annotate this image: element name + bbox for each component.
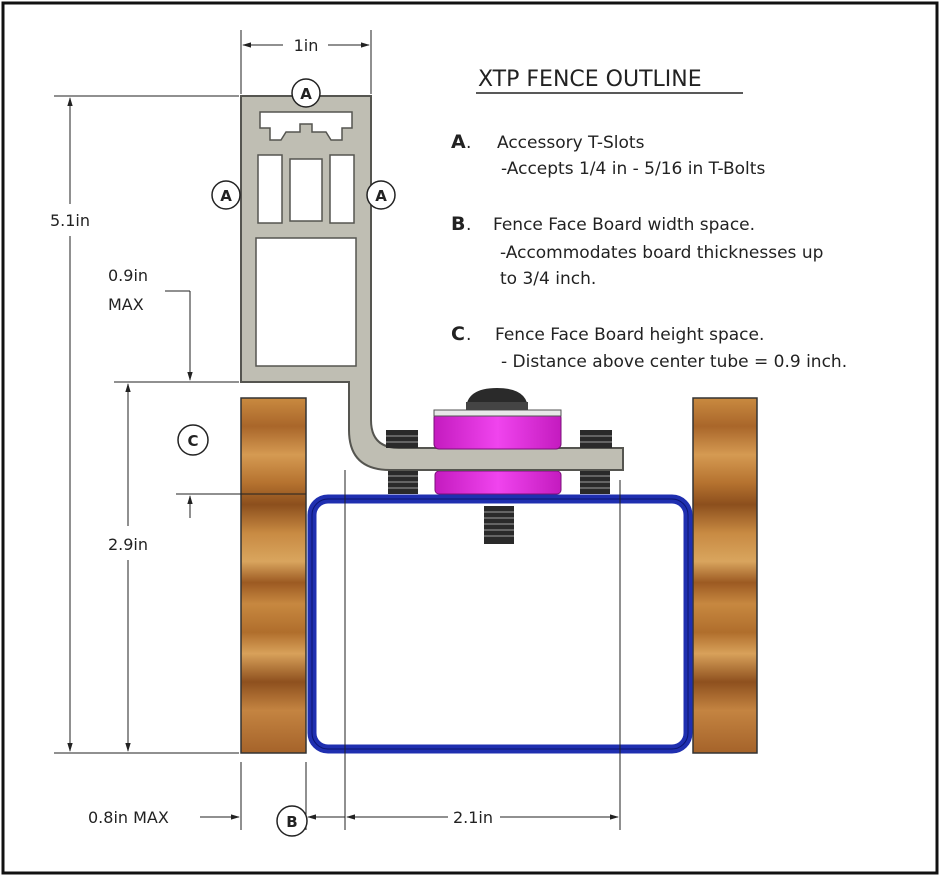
left-t-slot — [257, 154, 283, 224]
extrusion-hollow — [255, 237, 357, 367]
aluminum-extrusion — [240, 95, 624, 471]
top-bolt-head — [466, 388, 528, 410]
callout-a-left: A — [211, 180, 241, 210]
callout-a-right: A — [366, 180, 396, 210]
svg-text:to 3/4 inch.: to 3/4 inch. — [500, 269, 596, 289]
middle-slot — [289, 158, 323, 222]
callout-c: C — [177, 424, 209, 456]
svg-text:B: B — [286, 813, 297, 831]
callout-b: B — [276, 805, 308, 837]
bottom-bolt — [484, 506, 514, 544]
side-bolts-upper — [386, 430, 612, 448]
dim-max-height — [114, 290, 306, 518]
svg-text:.: . — [466, 133, 471, 153]
dim-board-width — [200, 762, 345, 830]
dim-tube-width-label: 2.1in — [453, 808, 493, 827]
svg-text:A: A — [220, 187, 232, 205]
dim-top-width — [240, 30, 372, 94]
lower-spacer — [434, 470, 562, 495]
svg-text:C: C — [187, 432, 198, 450]
dim-max-height-value: 0.9in — [108, 266, 148, 285]
svg-text:A: A — [300, 85, 312, 103]
dim-total-height-label: 5.1in — [50, 211, 90, 230]
diagram-title: XTP FENCE OUTLINE — [478, 67, 702, 92]
dim-tube-width — [344, 470, 621, 830]
legend-item-a: A . Accessory T-Slots -Accepts 1/4 in - … — [451, 131, 765, 179]
svg-text:.: . — [466, 325, 471, 345]
svg-text:C: C — [451, 323, 465, 345]
dim-board-width-label: 0.8in MAX — [88, 808, 169, 827]
right-wood-board — [692, 397, 758, 754]
callout-a-top: A — [291, 78, 321, 108]
svg-text:- Distance above center tube =: - Distance above center tube = 0.9 inch. — [501, 352, 847, 372]
right-t-slot — [329, 154, 355, 224]
svg-text:Fence Face Board width space.: Fence Face Board width space. — [493, 215, 755, 235]
dim-top-width-label: 1in — [294, 36, 319, 55]
svg-text:Accessory T-Slots: Accessory T-Slots — [497, 133, 645, 153]
dim-max-height-suffix: MAX — [108, 295, 144, 314]
upper-spacer — [433, 409, 562, 450]
dim-total-height — [54, 95, 239, 754]
legend-item-b: B . Fence Face Board width space. -Accom… — [451, 213, 823, 289]
left-wood-board — [240, 397, 307, 754]
svg-text:A: A — [451, 131, 466, 153]
svg-text:-Accepts 1/4 in - 5/16 in T-Bo: -Accepts 1/4 in - 5/16 in T-Bolts — [501, 159, 765, 179]
legend-item-c: C . Fence Face Board height space. - Dis… — [451, 323, 847, 372]
svg-text:-Accommodates board thicknesse: -Accommodates board thicknesses up — [500, 243, 823, 263]
svg-text:Fence Face Board height space.: Fence Face Board height space. — [495, 325, 764, 345]
svg-text:.: . — [466, 215, 471, 235]
dim-tube-height-label: 2.9in — [108, 535, 148, 554]
side-bolts-lower — [388, 470, 610, 494]
svg-text:B: B — [451, 213, 465, 235]
svg-text:A: A — [375, 187, 387, 205]
